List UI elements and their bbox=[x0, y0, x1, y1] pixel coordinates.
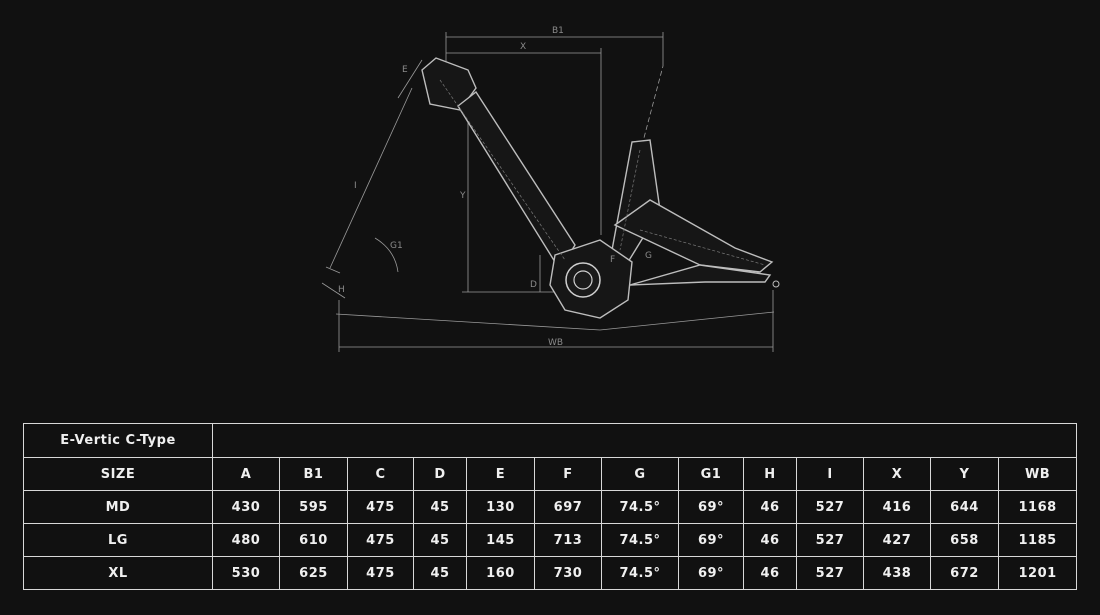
cell-i: 527 bbox=[796, 523, 864, 557]
cell-x: 427 bbox=[863, 523, 931, 557]
cell-x: 438 bbox=[863, 556, 931, 590]
header-g: G bbox=[601, 457, 679, 491]
frame-geometry-diagram: B1 X E I G1 Y H D F G WB bbox=[321, 26, 780, 352]
cell-d: 45 bbox=[413, 556, 467, 590]
label-i: I bbox=[354, 181, 357, 191]
cell-e: 130 bbox=[466, 490, 535, 524]
cell-b1: 595 bbox=[279, 490, 348, 524]
cell-wb: 1168 bbox=[997, 490, 1078, 524]
header-row: SIZE A B1 C D E F G G1 H I X Y WB bbox=[23, 457, 1078, 491]
cell-y: 658 bbox=[930, 523, 999, 557]
table-row: XL 530 625 475 45 160 730 74.5° 69° 46 5… bbox=[23, 556, 1078, 590]
cell-d: 45 bbox=[413, 490, 467, 524]
header-wb: WB bbox=[997, 457, 1078, 491]
cell-c: 475 bbox=[347, 490, 414, 524]
cell-d: 45 bbox=[413, 523, 467, 557]
model-name: E-Vertic C-Type bbox=[23, 423, 213, 458]
cell-a: 430 bbox=[212, 490, 280, 524]
cell-wb: 1201 bbox=[997, 556, 1078, 590]
table-row: LG 480 610 475 45 145 713 74.5° 69° 46 5… bbox=[23, 523, 1078, 557]
header-y: Y bbox=[930, 457, 999, 491]
cell-y: 672 bbox=[930, 556, 999, 590]
cell-f: 713 bbox=[534, 523, 602, 557]
cell-i: 527 bbox=[796, 556, 864, 590]
cell-f: 730 bbox=[534, 556, 602, 590]
cell-h: 46 bbox=[743, 523, 797, 557]
cell-f: 697 bbox=[534, 490, 602, 524]
cell-g: 74.5° bbox=[601, 490, 679, 524]
cell-c: 475 bbox=[347, 523, 414, 557]
header-i: I bbox=[796, 457, 864, 491]
cell-g: 74.5° bbox=[601, 556, 679, 590]
label-g: G bbox=[645, 251, 652, 261]
label-h: H bbox=[338, 285, 345, 295]
cell-size: XL bbox=[23, 556, 213, 590]
cell-wb: 1185 bbox=[997, 523, 1078, 557]
table-row: MD 430 595 475 45 130 697 74.5° 69° 46 5… bbox=[23, 490, 1078, 524]
cell-e: 160 bbox=[466, 556, 535, 590]
cell-b1: 625 bbox=[279, 556, 348, 590]
cell-c: 475 bbox=[347, 556, 414, 590]
cell-g1: 69° bbox=[678, 490, 744, 524]
header-a: A bbox=[212, 457, 280, 491]
label-b1: B1 bbox=[552, 26, 564, 36]
header-size: SIZE bbox=[23, 457, 213, 491]
cell-g1: 69° bbox=[678, 523, 744, 557]
header-f: F bbox=[534, 457, 602, 491]
label-f: F bbox=[610, 255, 615, 265]
label-e: E bbox=[402, 65, 408, 75]
header-h: H bbox=[743, 457, 797, 491]
model-row-spacer bbox=[211, 423, 1078, 458]
cell-h: 46 bbox=[743, 490, 797, 524]
frame-drawing: B1 X E I G1 Y H D F G WB bbox=[321, 26, 780, 352]
model-row: E-Vertic C-Type bbox=[23, 423, 1078, 458]
cell-g: 74.5° bbox=[601, 523, 679, 557]
cell-b1: 610 bbox=[279, 523, 348, 557]
label-y: Y bbox=[459, 191, 466, 201]
cell-e: 145 bbox=[466, 523, 535, 557]
cell-g1: 69° bbox=[678, 556, 744, 590]
geometry-table: E-Vertic C-Type SIZE A B1 C D E F G G1 H… bbox=[23, 423, 1078, 590]
header-b1: B1 bbox=[279, 457, 348, 491]
header-x: X bbox=[863, 457, 931, 491]
cell-a: 530 bbox=[212, 556, 280, 590]
label-d: D bbox=[530, 280, 537, 290]
cell-size: LG bbox=[23, 523, 213, 557]
label-g1: G1 bbox=[390, 241, 403, 251]
header-e: E bbox=[466, 457, 535, 491]
header-d: D bbox=[413, 457, 467, 491]
cell-size: MD bbox=[23, 490, 213, 524]
cell-y: 644 bbox=[930, 490, 999, 524]
cell-a: 480 bbox=[212, 523, 280, 557]
label-x: X bbox=[520, 42, 526, 52]
header-g1: G1 bbox=[678, 457, 744, 491]
cell-h: 46 bbox=[743, 556, 797, 590]
cell-i: 527 bbox=[796, 490, 864, 524]
header-c: C bbox=[347, 457, 414, 491]
label-wb: WB bbox=[548, 338, 563, 348]
cell-x: 416 bbox=[863, 490, 931, 524]
